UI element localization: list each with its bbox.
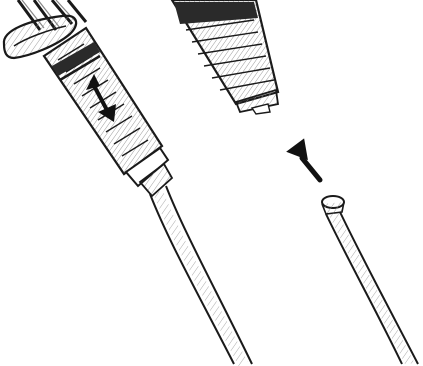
syringe-barrel: [172, 0, 278, 104]
arrow-up-icon: [284, 138, 320, 180]
catheter-tube-icon: [326, 212, 418, 364]
right-syringe-assembly: [172, 0, 418, 364]
catheter-tube-icon: [150, 186, 252, 364]
catheter-hub: [322, 196, 344, 214]
